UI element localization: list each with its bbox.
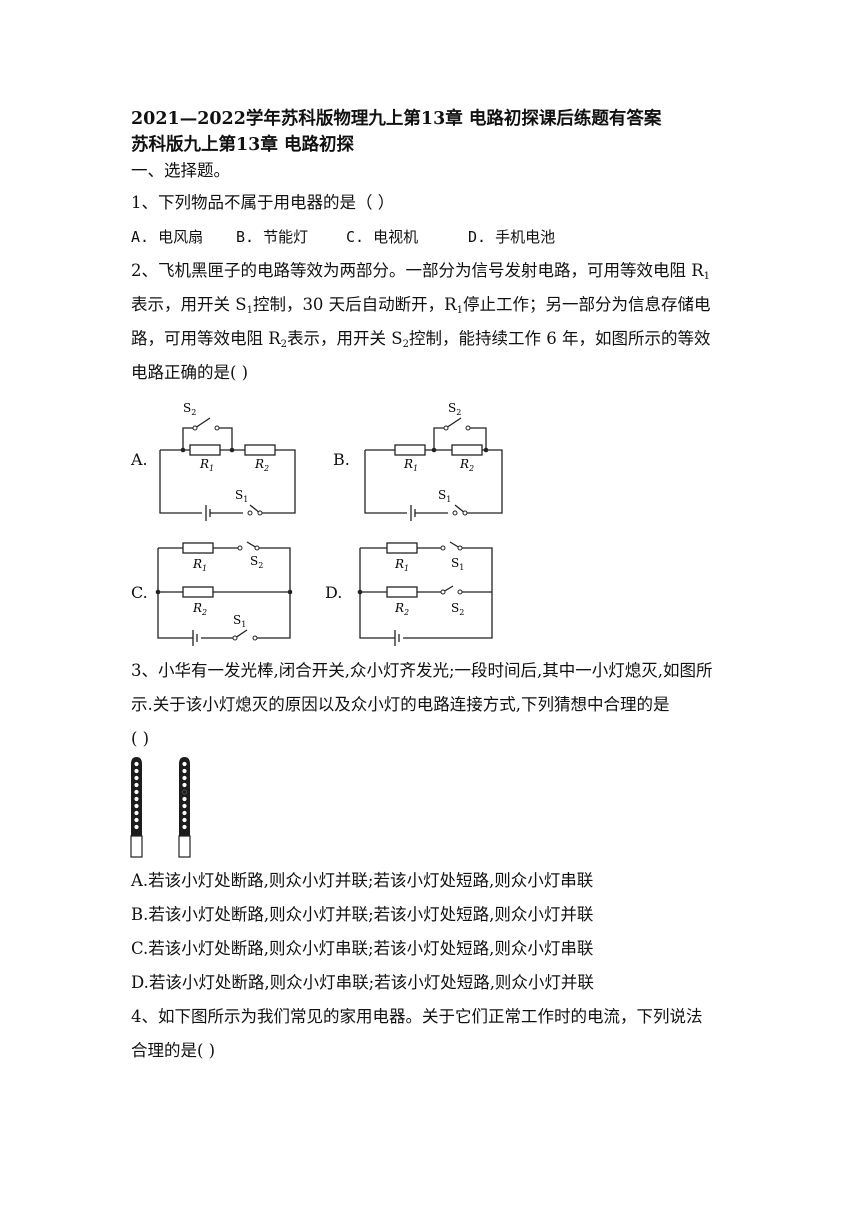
svg-text:R1: R1	[394, 557, 409, 573]
section-heading: 一、选择题。	[131, 161, 230, 180]
q1-option-b: B. 节能灯	[236, 228, 309, 246]
question-1-options: A. 电风扇 B. 节能灯 C. 电视机 D. 手机电池	[131, 226, 555, 248]
q3-option-b: B.若该小灯处断路,则众小灯并联;若该小灯处短路,则众小灯并联	[131, 905, 594, 924]
svg-text:R2: R2	[192, 601, 207, 617]
question-2-line-3: 路，可用等效电阻 R2表示，用开关 S2控制，能持续工作 6 年，如图所示的等效	[131, 329, 711, 350]
svg-text:S1: S1	[451, 556, 464, 572]
glow-stick-figure	[129, 756, 199, 864]
svg-text:S2: S2	[451, 601, 464, 617]
q1-option-c: C. 电视机	[346, 228, 419, 246]
svg-text:R1: R1	[192, 557, 207, 573]
q2-option-c-label: C.	[131, 583, 148, 602]
svg-text:S2: S2	[448, 401, 461, 417]
question-2-line-1: 2、飞机黑匣子的电路等效为两部分。一部分为信号发射电路，可用等效电阻 R1	[131, 261, 711, 282]
q3-option-a: A.若该小灯处断路,则众小灯并联;若该小灯处短路,则众小灯串联	[131, 871, 594, 890]
svg-text:R2: R2	[459, 457, 474, 473]
circuit-diagram-b: S2 R1 R2 S1	[362, 400, 507, 524]
document-subtitle: 苏科版九上第13章 电路初探	[131, 135, 354, 155]
svg-text:R2: R2	[254, 457, 269, 473]
extinguished-lamp	[182, 789, 187, 795]
switch-s2-label: S2	[183, 401, 196, 417]
svg-text:S1: S1	[235, 488, 248, 504]
document-title: 2021—2022学年苏科版物理九上第13章 电路初探课后练题有答案	[131, 109, 662, 129]
q3-option-c: C.若该小灯处断路,则众小灯串联;若该小灯处短路,则众小灯串联	[131, 939, 594, 958]
q2-option-b-label: B.	[333, 450, 350, 469]
svg-text:R1: R1	[403, 457, 418, 473]
svg-text:S1: S1	[233, 613, 246, 629]
question-2-line-2: 表示，用开关 S1控制，30 天后自动断开，R1停止工作；另一部分为信息存储电	[131, 295, 711, 316]
svg-text:S1: S1	[438, 488, 451, 504]
q2-option-d-label: D.	[325, 583, 343, 602]
question-3-line-2: 示.关于该小灯熄灭的原因以及众小灯的电路连接方式,下列猜想中合理的是	[131, 695, 670, 714]
question-1-stem: 1、下列物品不属于用电器的是（ ）	[131, 193, 395, 212]
question-3-line-1: 3、小华有一发光棒,闭合开关,众小灯齐发光;一段时间后,其中一小灯熄灭,如图所	[131, 661, 713, 680]
question-2-line-4: 电路正确的是( )	[131, 363, 249, 382]
q1-option-a: A. 电风扇	[131, 228, 204, 246]
svg-text:R2: R2	[394, 601, 409, 617]
glow-stick-right	[178, 757, 191, 858]
q1-option-d: D. 手机电池	[468, 228, 556, 246]
q2-option-a-label: A.	[131, 450, 148, 469]
question-4-line-2: 合理的是( )	[131, 1041, 216, 1060]
circuit-diagram-d: R1 S1 R2 S2	[357, 540, 497, 649]
q3-option-d: D.若该小灯处断路,则众小灯串联;若该小灯处短路,则众小灯并联	[131, 973, 594, 992]
circuit-diagram-a: S2 R1 R2 S1	[155, 400, 300, 524]
question-4-line-1: 4、如下图所示为我们常见的家用电器。关于它们正常工作时的电流，下列说法	[131, 1007, 703, 1026]
glow-stick-left	[130, 757, 143, 858]
svg-text:S2: S2	[250, 554, 263, 570]
question-3-line-3: ( )	[131, 729, 150, 748]
circuit-diagram-c: R1 S2 R2 S1	[155, 540, 295, 649]
svg-text:R1: R1	[199, 457, 214, 473]
